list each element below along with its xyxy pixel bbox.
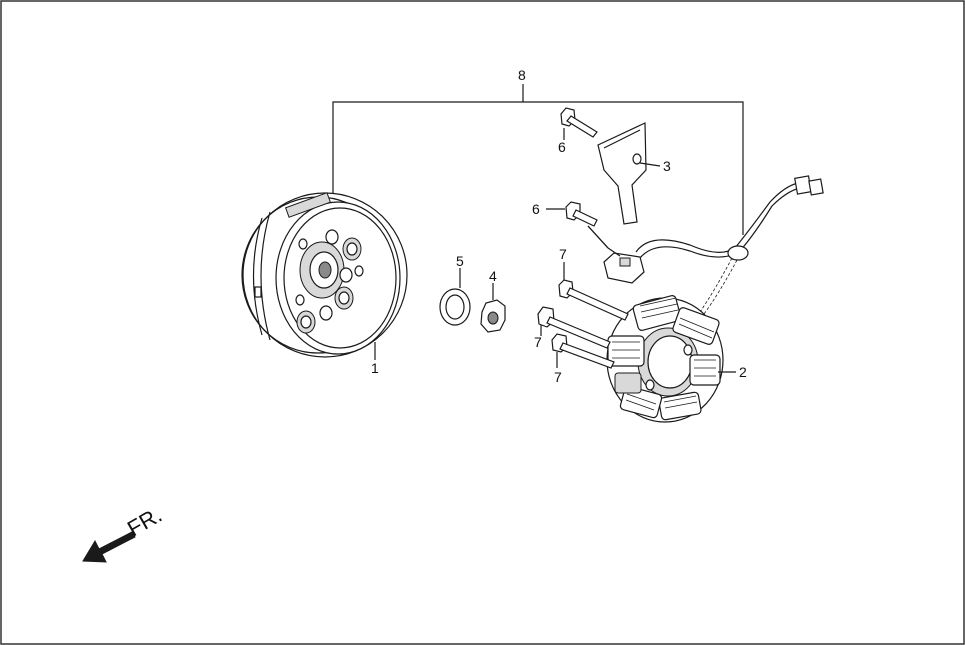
callout-7-a: 7 [559, 246, 567, 262]
assembly-bracket-line [332, 84, 744, 235]
callout-4: 4 [489, 268, 497, 284]
callout-7-c: 7 [554, 369, 562, 385]
callout-8: 8 [518, 67, 526, 83]
callout-2: 2 [739, 364, 747, 380]
flywheel-part [241, 192, 408, 360]
bolt-7-b-part [537, 306, 611, 349]
front-direction-arrow-icon [82, 531, 136, 563]
bracket-part [597, 122, 661, 225]
bolt-upper-part [560, 107, 598, 140]
callout-7-b: 7 [534, 334, 542, 350]
stator-part [606, 295, 736, 423]
bolt-lower-part [546, 201, 609, 249]
bolt-7-a-part [558, 262, 629, 321]
nut-part [480, 283, 506, 333]
callout-3: 3 [663, 158, 671, 174]
washer-part [439, 268, 471, 326]
callout-6-lower: 6 [532, 201, 540, 217]
callout-1: 1 [371, 360, 379, 376]
wire-harness [587, 175, 824, 315]
bolt-7-c-part [551, 333, 615, 369]
callout-6-upper: 6 [558, 139, 566, 155]
callout-5: 5 [456, 253, 464, 269]
